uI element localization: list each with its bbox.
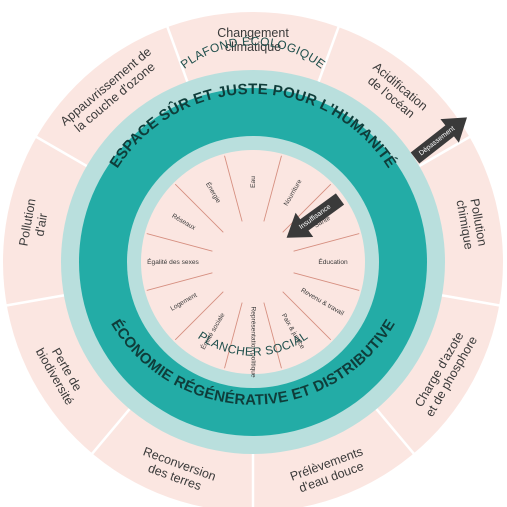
inner-divider [146,272,213,291]
inner-divider [146,233,213,252]
inner-divider [224,155,243,222]
inner-segment-label: Égalité des sexes [147,257,199,266]
outer-divider [416,134,472,169]
inner-segment-label: Eau [250,176,257,188]
outer-segment-label: Pollutiond'air [16,197,52,249]
inner-ring-dividers [146,155,360,369]
outer-divider [316,24,341,84]
outer-segment-line: d'air [32,212,50,237]
overshoot-arrow-shape [410,117,468,164]
outer-segment-line: climatique [225,40,281,54]
outer-divider [439,293,502,307]
inner-divider [293,272,360,291]
inner-divider [282,183,332,233]
outer-divider [4,293,67,307]
inner-divider [293,233,360,252]
inner-divider [263,155,282,222]
inner-divider [282,291,332,341]
outer-segment-line: Changement [217,26,289,40]
outer-ring-dividers [4,24,502,507]
inner-divider [224,302,243,369]
outer-divider [165,24,190,84]
outer-segment-label: Pollutionchimique [453,196,489,250]
outer-divider [90,406,132,456]
inner-segment-label: Représentation politique [249,306,256,377]
shortfall-arrow-shape [286,193,345,238]
inner-segment-label: Éducation [318,257,348,266]
inner-divider [174,291,224,341]
outer-divider [34,134,90,169]
inner-divider [174,183,224,233]
outer-divider [374,406,416,456]
inner-divider [263,302,282,369]
